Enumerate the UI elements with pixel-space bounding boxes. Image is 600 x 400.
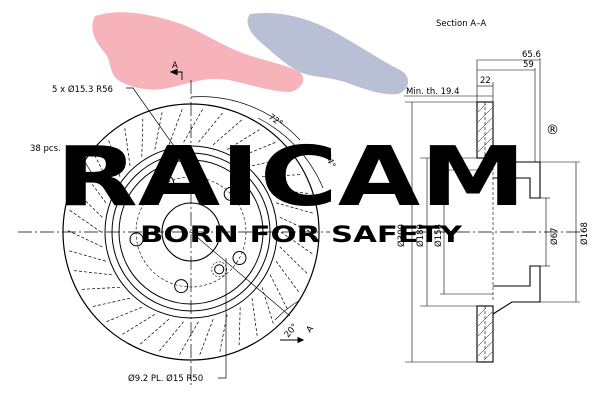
- dim-59-label: 59: [523, 60, 534, 70]
- vane: [81, 286, 121, 290]
- bolts-label: 5 x Ø15.3 R56: [52, 84, 113, 95]
- vane: [238, 307, 241, 347]
- watermark-registered-mark: ®: [546, 123, 559, 138]
- vanes: [66, 108, 316, 356]
- vane: [198, 112, 224, 143]
- vane: [279, 246, 308, 275]
- vane: [158, 321, 184, 352]
- bolt-circle: [135, 176, 247, 288]
- vanes-label: 38 pcs.: [30, 144, 61, 154]
- section-arrow-bottom: [297, 336, 305, 344]
- vane: [261, 287, 274, 325]
- vane: [251, 156, 291, 167]
- watermark-cat-blue: [247, 12, 409, 95]
- vane: [105, 306, 142, 323]
- vane: [280, 231, 314, 255]
- labels: Section A–A A A 5 x Ø15.3 R56 38 pcs. 72…: [30, 19, 590, 384]
- section-arrow-top: [169, 68, 178, 76]
- bolt-hole: [129, 232, 144, 247]
- leader-vanes: [68, 147, 99, 184]
- vane: [227, 128, 261, 150]
- front-view: [18, 68, 330, 385]
- bolt-hole: [232, 251, 247, 265]
- disc-inner-friction-edge: [104, 145, 278, 319]
- watermark-slogan: BORN FOR SAFETY: [140, 223, 463, 248]
- leader-holes: [218, 258, 227, 379]
- angle-arc-72: [190, 96, 301, 141]
- dim-min-thickness-label: Min. th. 19.4: [406, 87, 460, 97]
- vane: [168, 108, 183, 145]
- vane: [212, 118, 243, 146]
- bolt-holes: [129, 175, 247, 294]
- vane: [199, 319, 214, 356]
- angle-ref-line-20: [190, 231, 291, 317]
- vane: [66, 229, 103, 248]
- vane: [68, 209, 102, 233]
- vane: [178, 321, 199, 356]
- dim-158-label: Ø158: [433, 224, 444, 247]
- vane: [74, 189, 103, 218]
- vane: [251, 298, 258, 337]
- vane: [91, 297, 131, 308]
- watermark-brand: RAICAM: [56, 130, 526, 225]
- vane: [240, 141, 277, 158]
- section-hatch-bottom: [477, 307, 493, 361]
- vane: [121, 314, 155, 336]
- vane: [124, 127, 131, 166]
- leader-bolts: [126, 87, 201, 184]
- watermark: RAICAM ® BORN FOR SAFETY: [56, 12, 559, 248]
- angle-20-label: 20°: [283, 322, 300, 340]
- hat-face-edge: [118, 159, 264, 305]
- vane: [93, 154, 113, 190]
- vane: [275, 260, 300, 293]
- bolt-hole: [160, 175, 175, 190]
- section-title: Section A–A: [436, 19, 486, 29]
- section-marker-top: A: [172, 61, 178, 71]
- bolt-hole: [174, 279, 189, 294]
- dim-168-label: Ø168: [579, 222, 590, 245]
- vane: [108, 139, 121, 177]
- vane: [276, 202, 314, 214]
- vane: [139, 318, 170, 346]
- vane: [183, 108, 204, 143]
- angle-arc-124: [257, 117, 324, 189]
- dim-67-label: Ø67: [549, 227, 560, 245]
- vane: [141, 117, 144, 157]
- vane: [279, 216, 316, 235]
- hat-outer-edge: [111, 152, 271, 312]
- section-hatch-top: [477, 103, 493, 157]
- section-marker-bottom: A: [305, 324, 317, 335]
- dim-22-label: 22: [480, 76, 491, 86]
- dim-300-label: Ø300: [396, 224, 407, 247]
- vane: [270, 188, 309, 194]
- vane: [269, 274, 289, 310]
- dim-180-label: Ø180: [415, 224, 426, 247]
- vane: [68, 250, 106, 262]
- disc-outer-edge: [62, 103, 320, 361]
- angle-arc-20: [274, 299, 301, 321]
- vane: [73, 270, 112, 276]
- vane: [261, 174, 301, 178]
- watermark-cat-red: [92, 12, 304, 93]
- vane: [82, 171, 107, 204]
- hat-profile-bottom: [492, 265, 541, 315]
- section-view: [404, 58, 588, 363]
- bolt-hole: [223, 186, 238, 201]
- locating-hole-outer: [211, 261, 227, 278]
- holes-label: Ø9.2 PL. Ø15 R50: [128, 373, 203, 384]
- locating-hole: [214, 264, 225, 275]
- vane: [154, 111, 163, 150]
- center-bore: [161, 202, 221, 262]
- dim-65-6-label: 65.6: [522, 50, 541, 60]
